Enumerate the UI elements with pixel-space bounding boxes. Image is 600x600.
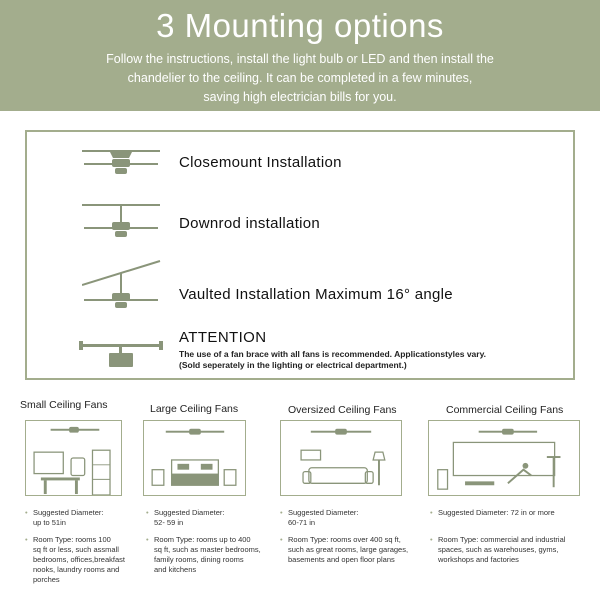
downrod-fan-icon bbox=[82, 204, 160, 237]
header-line-1: Follow the instructions, install the lig… bbox=[106, 52, 494, 66]
small-room-line: porches bbox=[33, 575, 60, 584]
commercial-room-line: workshops and factories bbox=[438, 555, 519, 564]
oversized-diameter-label: Suggested Diameter: bbox=[288, 508, 359, 517]
commercial-fans-title: Commercial Ceiling Fans bbox=[446, 404, 564, 416]
commercial-room-line: spaces, such as warehouses, gyms, bbox=[438, 545, 559, 554]
small-diameter-value: up to 51in bbox=[33, 518, 66, 527]
oversized-room-line: basements and open floor plans bbox=[288, 555, 395, 564]
large-room-line: sq ft, such as master bedrooms, bbox=[154, 545, 261, 554]
attention-line-1: The use of a fan brace with all fans is … bbox=[179, 349, 487, 359]
large-room-illustration bbox=[143, 420, 246, 496]
closemount-label: Closemount Installation bbox=[179, 154, 342, 171]
header-line-3: saving high electrician bills for you. bbox=[203, 90, 397, 104]
vaulted-fan-icon bbox=[82, 260, 161, 308]
oversized-diameter-value: 60-71 in bbox=[288, 518, 316, 527]
fan-brace-icon bbox=[79, 341, 163, 367]
oversized-diameter: •Suggested Diameter: 60-71 in bbox=[280, 508, 359, 527]
large-diameter: •Suggested Diameter: 52- 59 in bbox=[146, 508, 225, 527]
oversized-room-line: Room Type: rooms over 400 sq ft, bbox=[288, 535, 401, 544]
header-line-2: chandelier to the ceiling. It can be com… bbox=[127, 71, 473, 85]
oversized-room-line: such as great rooms, large garages, bbox=[288, 545, 409, 554]
large-room-line: Room Type: rooms up to 400 bbox=[154, 535, 251, 544]
attention-text: The use of a fan brace with all fans is … bbox=[179, 349, 569, 371]
large-room-type: •Room Type: rooms up to 400 sq ft, such … bbox=[146, 535, 261, 574]
large-diameter-value: 52- 59 in bbox=[154, 518, 184, 527]
vaulted-label: Vaulted Installation Maximum 16° angle bbox=[179, 286, 453, 303]
commercial-room-illustration bbox=[428, 420, 580, 496]
large-fans-title: Large Ceiling Fans bbox=[150, 403, 239, 415]
page-title: 3 Mounting options bbox=[156, 7, 444, 44]
header-banner: 3 Mounting options Follow the instructio… bbox=[0, 0, 600, 111]
small-room-line: nooks, laundry rooms and bbox=[33, 565, 120, 574]
closemount-fan-icon bbox=[82, 150, 160, 174]
downrod-label: Downrod installation bbox=[179, 215, 321, 232]
small-diameter: •Suggested Diameter: up to 51in bbox=[25, 508, 104, 527]
oversized-fans-title: Oversized Ceiling Fans bbox=[288, 404, 397, 416]
small-room-line: bedrooms, offices,breakfast bbox=[33, 555, 125, 564]
large-room-line: and kitchens bbox=[154, 565, 197, 574]
attention-line-2: (Sold seperately in the lighting or elec… bbox=[179, 360, 407, 370]
small-room-illustration bbox=[25, 420, 122, 496]
attention-title: ATTENTION bbox=[179, 329, 267, 346]
small-room-line: Room Type: rooms 100 bbox=[33, 535, 111, 544]
large-room-line: family rooms, dining rooms bbox=[154, 555, 244, 564]
large-diameter-label: Suggested Diameter: bbox=[154, 508, 225, 517]
oversized-room-illustration bbox=[280, 420, 402, 496]
oversized-room-type: •Room Type: rooms over 400 sq ft, such a… bbox=[280, 535, 409, 564]
commercial-diameter: •Suggested Diameter: 72 in or more bbox=[430, 508, 555, 517]
header-description: Follow the instructions, install the lig… bbox=[40, 50, 560, 107]
commercial-diameter-label: Suggested Diameter: 72 in or more bbox=[438, 508, 555, 517]
small-room-type: •Room Type: rooms 100 sq ft or less, suc… bbox=[25, 535, 125, 584]
small-room-line: sq ft or less, such assmall bbox=[33, 545, 119, 554]
commercial-room-type: •Room Type: commercial and industrial sp… bbox=[430, 535, 566, 564]
small-diameter-label: Suggested Diameter: bbox=[33, 508, 104, 517]
commercial-room-line: Room Type: commercial and industrial bbox=[438, 535, 566, 544]
mounting-options-panel: Closemount Installation Downrod installa… bbox=[25, 130, 575, 380]
small-fans-title: Small Ceiling Fans bbox=[20, 399, 108, 411]
